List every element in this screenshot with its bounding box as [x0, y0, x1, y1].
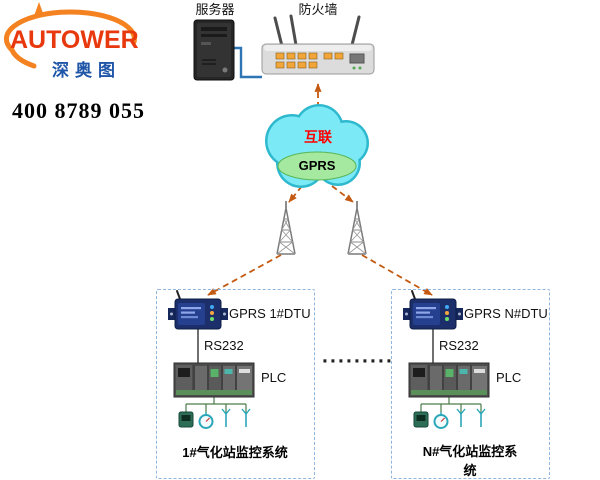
- firewall-graphic: [261, 14, 375, 75]
- server-label: 服务器: [195, 2, 235, 17]
- serial-cables: [197, 329, 434, 363]
- gprs-label: GPRS: [298, 158, 336, 173]
- station-box-1: [156, 289, 315, 479]
- server-graphic: [193, 19, 235, 81]
- wireless-links: [207, 83, 433, 296]
- phone-number: 400 8789 055: [12, 98, 145, 123]
- right-field-wiring: [420, 397, 482, 412]
- station-box-n: [391, 289, 550, 479]
- firewall-ports: [275, 52, 344, 69]
- server-firewall-cable: [234, 46, 262, 79]
- cloud-shape: [265, 104, 369, 188]
- station1-dtu-label: GPRS 1#DTU: [229, 306, 311, 321]
- station1-system-label: 1#气化站监控系统: [182, 445, 288, 460]
- left-field-wiring: [185, 397, 247, 412]
- cloud-label: 互联: [304, 129, 332, 145]
- link-cloud-to-left-tower: [288, 185, 303, 203]
- field-wiring: [185, 397, 482, 412]
- link-left-tower-to-dtu: [207, 254, 282, 296]
- right-radio-tower-icon: [347, 200, 367, 255]
- separator-dots: ·········: [322, 350, 394, 373]
- stationN-system-label: N#气化站监控系统: [422, 444, 518, 478]
- gprs-ellipse: [277, 151, 357, 181]
- link-right-tower-to-dtu: [361, 254, 433, 296]
- stationN-plc-label: PLC: [496, 370, 522, 385]
- logo-graphic: AUTOWER 深奥图: [3, 2, 139, 80]
- firewall-label: 防火墙: [298, 2, 338, 17]
- logo-brand-text: AUTOWER: [10, 26, 139, 54]
- left-radio-tower-icon: [276, 200, 296, 255]
- logo-subtitle-text: 深奥图: [52, 60, 121, 80]
- station1-rs232-label: RS232: [204, 338, 244, 353]
- firewall-antennas: [273, 14, 361, 48]
- stationN-dtu-label: GPRS N#DTU: [464, 306, 548, 321]
- logo-tower-icon: [34, 2, 44, 16]
- link-cloud-to-right-tower: [331, 185, 354, 203]
- stationN-rs232-label: RS232: [439, 338, 479, 353]
- station1-plc-label: PLC: [261, 370, 287, 385]
